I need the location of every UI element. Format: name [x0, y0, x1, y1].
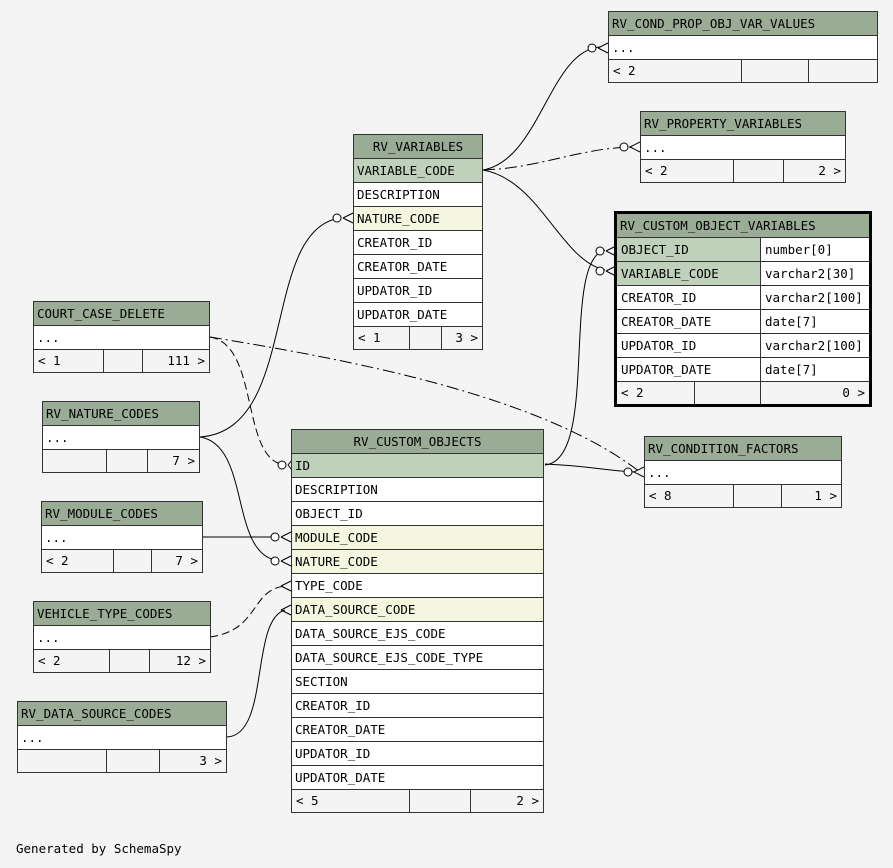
- table-title: RV_DATA_SOURCE_CODES: [18, 702, 226, 726]
- table-row: DATA_SOURCE_EJS_CODE_TYPE: [292, 646, 543, 670]
- table-footer: < 2 2 >: [641, 160, 845, 182]
- column-type: varchar2[100]: [760, 286, 869, 309]
- table-footer: < 2: [609, 60, 877, 82]
- table-footer: < 2 12 >: [34, 650, 210, 672]
- link-vehicletype-objects: [209, 585, 286, 638]
- table-footer: < 1 111 >: [34, 350, 209, 372]
- table-row: ID: [292, 454, 543, 478]
- table-row: ...: [43, 426, 199, 450]
- table-row: ...: [645, 461, 841, 485]
- table-rv-cond-prop-obj-var-values[interactable]: RV_COND_PROP_OBJ_VAR_VALUES ... < 2: [608, 11, 878, 83]
- column-name: CREATOR_DATE: [621, 314, 712, 329]
- generated-by-label: Generated by SchemaSpy: [16, 841, 182, 856]
- table-rv-data-source-codes[interactable]: RV_DATA_SOURCE_CODES ... 3 >: [17, 701, 227, 773]
- table-row: CREATOR_DATE date[7]: [617, 310, 869, 334]
- link-variables-propvars: [482, 146, 633, 171]
- table-row: ...: [42, 526, 202, 550]
- table-rv-condition-factors[interactable]: RV_CONDITION_FACTORS ... < 8 1 >: [644, 436, 842, 508]
- table-row: OBJECT_ID: [292, 502, 543, 526]
- table-rv-nature-codes[interactable]: RV_NATURE_CODES ... 7 >: [42, 401, 200, 473]
- table-title: VEHICLE_TYPE_CODES: [34, 602, 210, 626]
- table-row: UPDATOR_ID: [292, 742, 543, 766]
- column-name: CREATOR_ID: [621, 290, 697, 305]
- table-rv-custom-object-variables[interactable]: RV_CUSTOM_OBJECT_VARIABLES OBJECT_ID num…: [614, 211, 872, 407]
- table-row: TYPE_CODE: [292, 574, 543, 598]
- table-title: RV_MODULE_CODES: [42, 502, 202, 526]
- column-type: number[0]: [760, 238, 869, 261]
- table-vehicle-type-codes[interactable]: VEHICLE_TYPE_CODES ... < 2 12 >: [33, 601, 211, 673]
- link-naturecodes-objects: [199, 436, 276, 561]
- table-row: VARIABLE_CODE: [354, 159, 482, 183]
- link-objects-condfactors: [544, 463, 636, 473]
- table-row: CREATOR_DATE: [292, 718, 543, 742]
- table-row: DATA_SOURCE_CODE: [292, 598, 543, 622]
- table-row: ...: [34, 626, 210, 650]
- link-variables-cov: [482, 169, 606, 271]
- column-name: VARIABLE_CODE: [621, 266, 719, 281]
- table-footer: < 2 0 >: [617, 382, 869, 404]
- table-row: VARIABLE_CODE varchar2[30]: [617, 262, 869, 286]
- table-row: SECTION: [292, 670, 543, 694]
- table-row: MODULE_CODE: [292, 526, 543, 550]
- table-title: RV_CUSTOM_OBJECTS: [292, 430, 543, 454]
- table-row: CREATOR_ID: [354, 231, 482, 255]
- table-row: NATURE_CODE: [292, 550, 543, 574]
- table-row: DESCRIPTION: [292, 478, 543, 502]
- table-footer: < 8 1 >: [645, 485, 841, 507]
- table-court-case-delete[interactable]: COURT_CASE_DELETE ... < 1 111 >: [33, 301, 210, 373]
- table-footer: 7 >: [43, 450, 199, 472]
- table-row: ...: [641, 136, 845, 160]
- table-row: ...: [18, 726, 226, 750]
- column-type: date[7]: [760, 310, 869, 333]
- table-footer: 3 >: [18, 750, 226, 772]
- link-courtcase-condfactors: [209, 336, 641, 473]
- link-courtcase-objects: [209, 336, 286, 466]
- table-rv-variables[interactable]: RV_VARIABLES VARIABLE_CODE DESCRIPTION N…: [353, 134, 483, 350]
- table-title: RV_CUSTOM_OBJECT_VARIABLES: [617, 214, 869, 238]
- table-rv-custom-objects[interactable]: RV_CUSTOM_OBJECTS ID DESCRIPTION OBJECT_…: [291, 429, 544, 813]
- table-row: UPDATOR_DATE date[7]: [617, 358, 869, 382]
- table-row: CREATOR_ID varchar2[100]: [617, 286, 869, 310]
- link-datasource-objects: [226, 609, 286, 738]
- column-type: varchar2[30]: [760, 262, 869, 285]
- table-footer: < 5 2 >: [292, 790, 543, 812]
- link-variables-condprop: [482, 46, 601, 171]
- table-row: ...: [609, 36, 877, 60]
- table-title: RV_COND_PROP_OBJ_VAR_VALUES: [609, 12, 877, 36]
- column-name: UPDATOR_ID: [621, 338, 697, 353]
- table-footer: < 2 7 >: [42, 550, 202, 572]
- table-row: ...: [34, 326, 209, 350]
- table-row: DESCRIPTION: [354, 183, 482, 207]
- table-row: CREATOR_ID: [292, 694, 543, 718]
- table-rv-module-codes[interactable]: RV_MODULE_CODES ... < 2 7 >: [41, 501, 203, 573]
- column-type: date[7]: [760, 358, 869, 381]
- table-title: RV_NATURE_CODES: [43, 402, 199, 426]
- table-title: RV_CONDITION_FACTORS: [645, 437, 841, 461]
- table-title: RV_PROPERTY_VARIABLES: [641, 112, 845, 136]
- column-name: UPDATOR_DATE: [621, 362, 712, 377]
- link-naturecodes-variables: [199, 217, 341, 438]
- table-row: UPDATOR_DATE: [292, 766, 543, 790]
- table-row: CREATOR_DATE: [354, 255, 482, 279]
- table-row: UPDATOR_DATE: [354, 303, 482, 327]
- column-name: OBJECT_ID: [621, 242, 689, 257]
- table-row: UPDATOR_ID varchar2[100]: [617, 334, 869, 358]
- table-row: OBJECT_ID number[0]: [617, 238, 869, 262]
- table-row: UPDATOR_ID: [354, 279, 482, 303]
- table-row: NATURE_CODE: [354, 207, 482, 231]
- table-footer: < 1 3 >: [354, 327, 482, 349]
- table-title: RV_VARIABLES: [354, 135, 482, 159]
- column-type: varchar2[100]: [760, 334, 869, 357]
- table-rv-property-variables[interactable]: RV_PROPERTY_VARIABLES ... < 2 2 >: [640, 111, 846, 183]
- table-title: COURT_CASE_DELETE: [34, 302, 209, 326]
- link-objects-cov: [544, 249, 606, 466]
- table-row: DATA_SOURCE_EJS_CODE: [292, 622, 543, 646]
